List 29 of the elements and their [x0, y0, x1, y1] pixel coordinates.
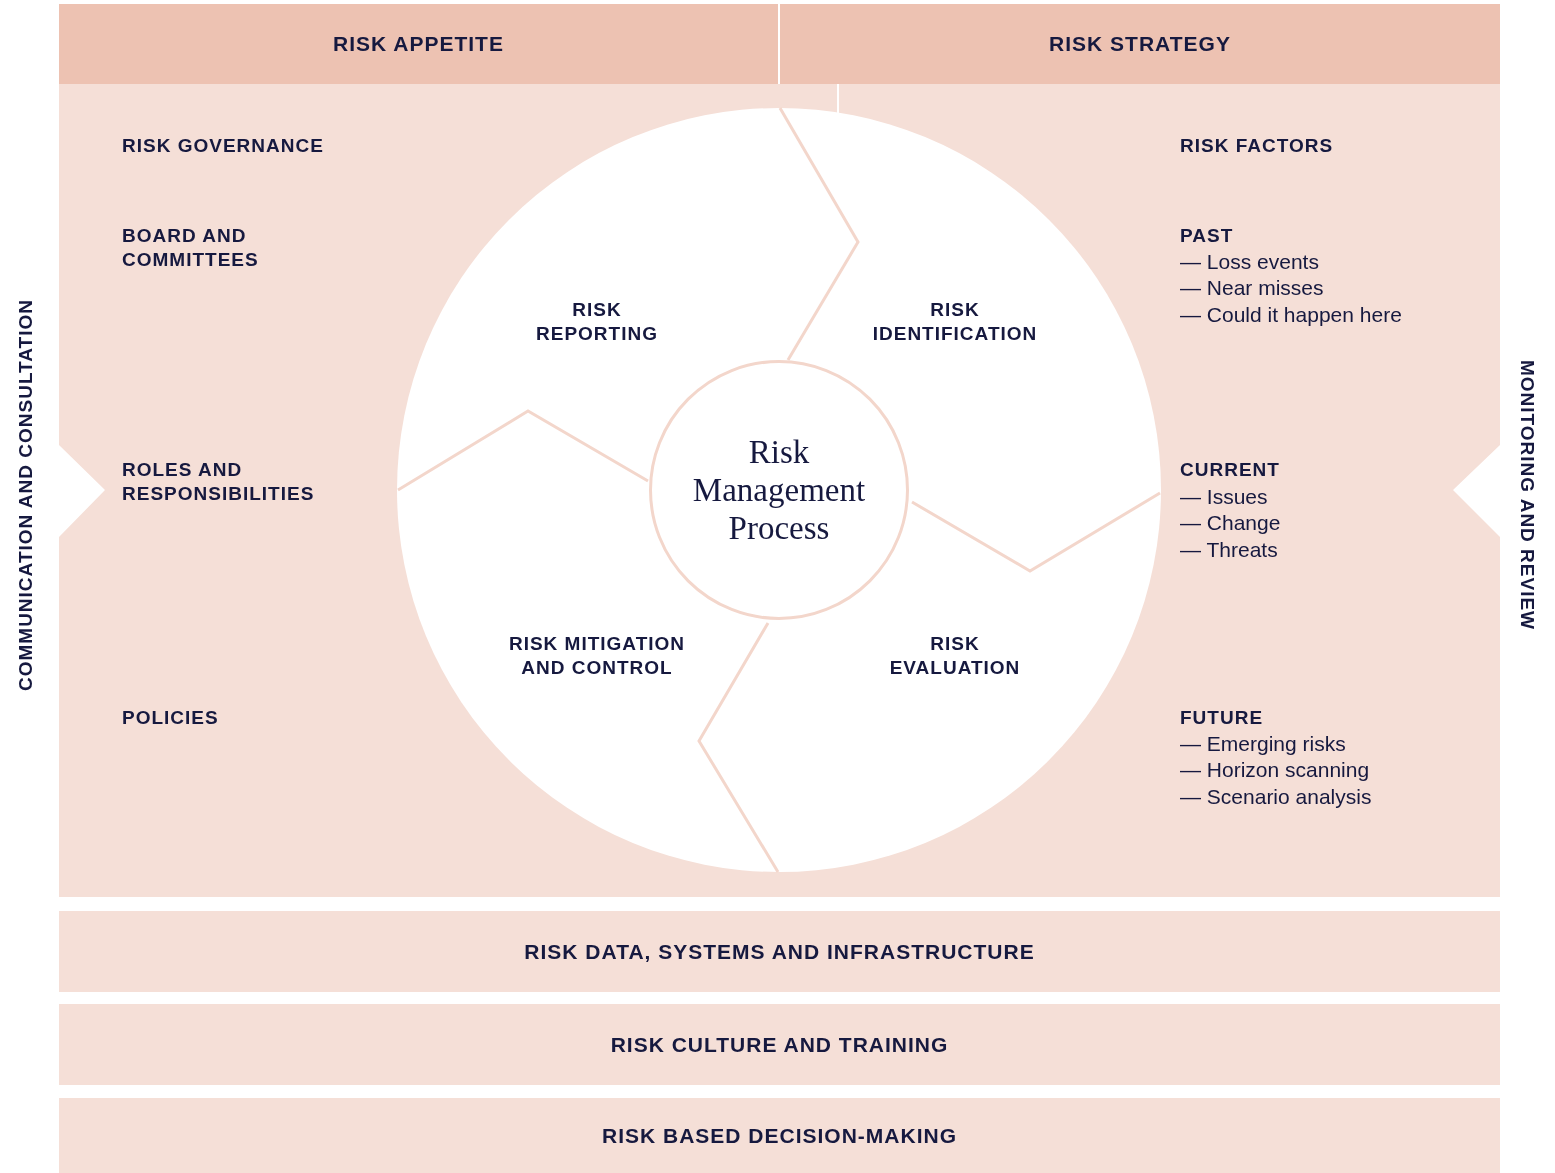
category-band: RISK CULTURE AND TRAINING: [59, 1004, 1500, 1085]
list-item: — Horizon scanning: [1180, 757, 1370, 783]
section-heading: BOARD AND COMMITTEES: [122, 224, 260, 272]
section-heading: RISK FACTORS: [1180, 134, 1335, 158]
list-item: — Near misses: [1180, 275, 1324, 301]
section-heading: ROLES AND RESPONSIBILITIES: [122, 458, 316, 506]
process-step: RISK REPORTING: [517, 298, 677, 346]
process-step: RISK MITIGATION AND CONTROL: [492, 632, 702, 680]
section-heading: RISK GOVERNANCE: [122, 134, 325, 158]
list-item: — Scenario analysis: [1180, 784, 1372, 810]
side-label: MONITORING AND REVIEW: [1516, 359, 1538, 631]
category-band: RISK APPETITE: [59, 4, 778, 84]
category-band: RISK STRATEGY: [780, 4, 1500, 84]
list-item: — Change: [1180, 510, 1281, 536]
list-item: — Issues: [1180, 484, 1268, 510]
list-item: — Could it happen here: [1180, 302, 1402, 328]
section-heading: FUTURE: [1180, 706, 1265, 730]
category-band: RISK DATA, SYSTEMS AND INFRASTRUCTURE: [59, 911, 1500, 992]
side-label: COMMUNICATION AND CONSULTATION: [15, 299, 37, 691]
section-heading: POLICIES: [122, 706, 220, 730]
process-step: RISK EVALUATION: [870, 632, 1040, 680]
list-item: — Threats: [1180, 537, 1278, 563]
section-heading: PAST: [1180, 224, 1235, 248]
process-step: RISK IDENTIFICATION: [855, 298, 1055, 346]
list-item: — Emerging risks: [1180, 731, 1346, 757]
center-circle: Risk Management Process: [649, 360, 909, 620]
category-band: RISK BASED DECISION-MAKING: [59, 1098, 1500, 1173]
list-item: — Loss events: [1180, 249, 1319, 275]
section-heading: CURRENT: [1180, 458, 1281, 482]
